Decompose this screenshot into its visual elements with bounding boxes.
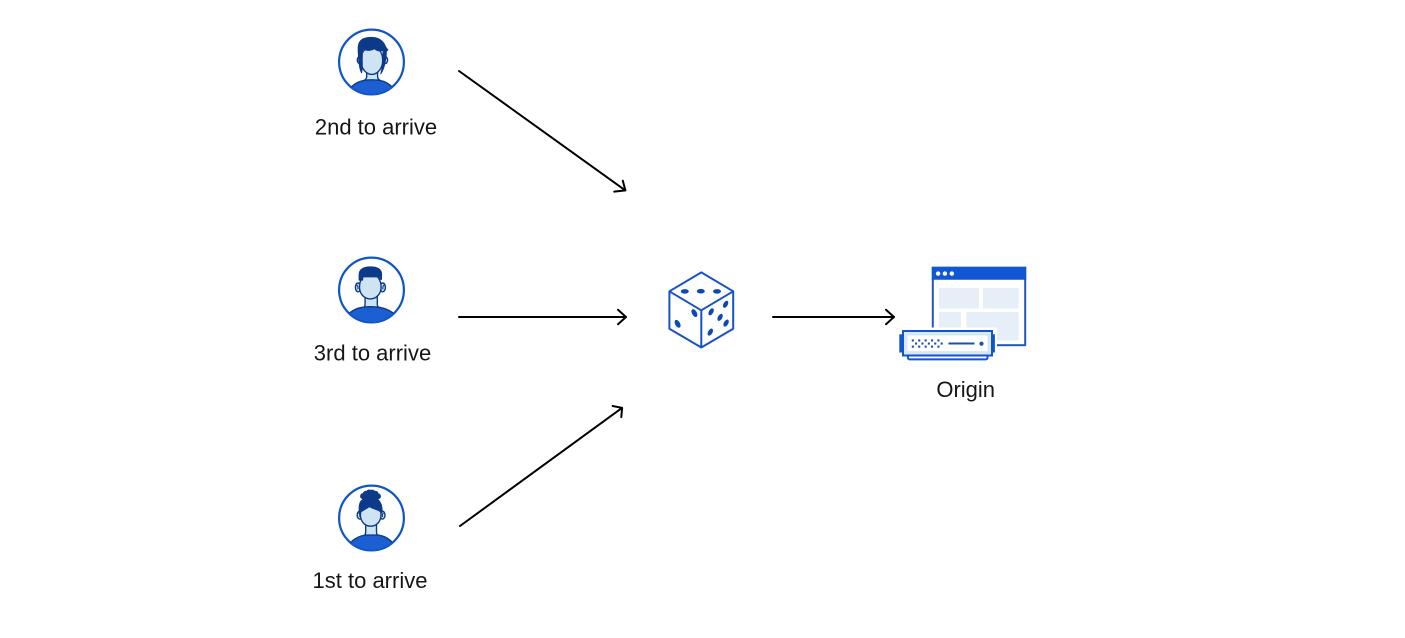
svg-text:1st to arrive: 1st to arrive — [313, 568, 428, 593]
svg-text:Origin: Origin — [936, 377, 995, 402]
svg-text:2nd to arrive: 2nd to arrive — [315, 115, 437, 140]
svg-text:3rd to arrive: 3rd to arrive — [314, 341, 431, 366]
